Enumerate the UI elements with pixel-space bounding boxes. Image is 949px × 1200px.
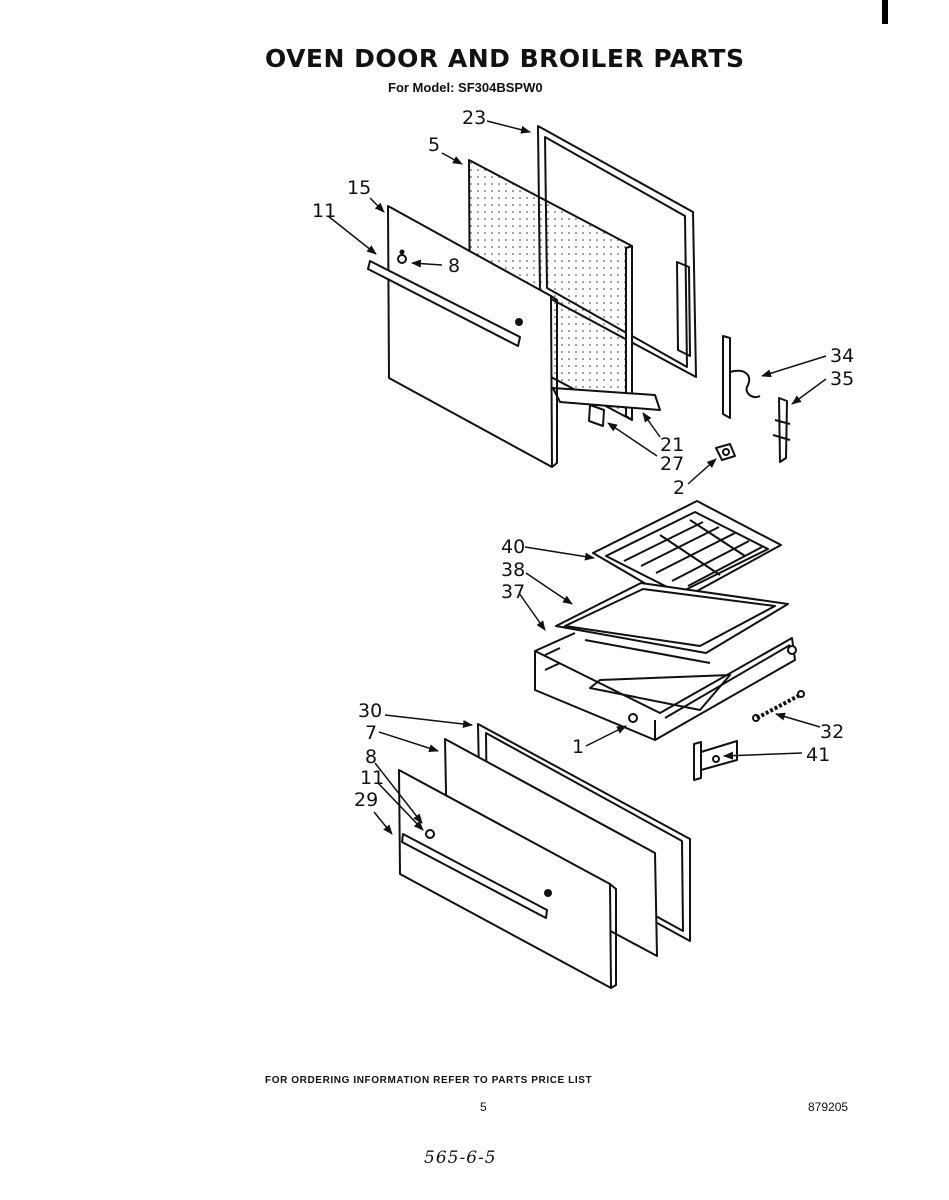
- callout-37: 37: [501, 581, 525, 603]
- callout-38: 38: [501, 559, 525, 581]
- callout-21: 21: [660, 434, 684, 456]
- callout-5: 5: [428, 134, 440, 156]
- spring-part: [752, 690, 805, 722]
- handwritten-note: 565-6-5: [424, 1148, 497, 1168]
- page-title: OVEN DOOR AND BROILER PARTS: [265, 44, 745, 73]
- bracket-part: [693, 740, 738, 781]
- hinge-receiver-part: [772, 397, 791, 463]
- document-code: 879205: [808, 1100, 849, 1114]
- callout-35: 35: [830, 368, 854, 390]
- broiler-grid-part: [592, 500, 782, 603]
- corner-registration-mark: [882, 0, 888, 24]
- callout-40: 40: [501, 536, 525, 558]
- hinge-part: [722, 335, 761, 419]
- callout-41: 41: [806, 744, 830, 766]
- callout-7: 7: [365, 722, 377, 744]
- door-bumper-part: [715, 443, 736, 461]
- broiler-drawer-part: [534, 632, 797, 741]
- callout-2: 2: [673, 477, 685, 499]
- callout-23: 23: [462, 107, 486, 129]
- callout-27: 27: [660, 453, 684, 475]
- callout-11-broiler: 11: [360, 767, 384, 789]
- callout-32: 32: [820, 721, 844, 743]
- door-handle-part: [367, 249, 523, 347]
- broiler-outer-door-part: [398, 769, 617, 989]
- outer-door-panel-part: [387, 205, 558, 468]
- callout-11: 11: [312, 200, 336, 222]
- broiler-pan-part: [555, 582, 789, 664]
- callout-34: 34: [830, 345, 854, 367]
- broiler-handle-part: [401, 829, 552, 919]
- model-subtitle: For Model: SF304BSPW0: [388, 80, 543, 95]
- callout-1: 1: [572, 736, 584, 758]
- ordering-info-note: FOR ORDERING INFORMATION REFER TO PARTS …: [265, 1075, 593, 1086]
- callout-15: 15: [347, 177, 371, 199]
- page-number: 5: [480, 1100, 487, 1114]
- callout-30: 30: [358, 700, 382, 722]
- callout-8: 8: [448, 255, 460, 277]
- callout-29: 29: [354, 789, 378, 811]
- callout-8-broiler: 8: [365, 746, 377, 768]
